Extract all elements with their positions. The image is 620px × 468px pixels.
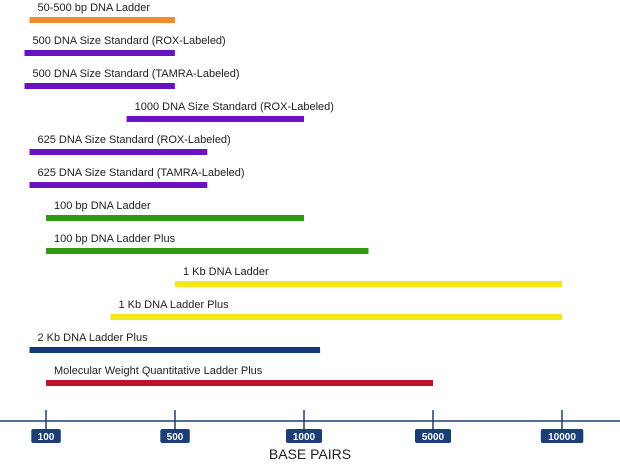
ladder-bar [46, 380, 433, 386]
x-axis-ticks: 100 500 1000 5000 10000 [31, 410, 584, 443]
x-tick-label: 100 [38, 432, 55, 443]
x-tick-badge [286, 429, 322, 443]
x-tick-label: 500 [167, 432, 184, 443]
ladder-labels: 50-500 bp DNA Ladder 500 DNA Size Standar… [33, 2, 334, 377]
x-tick-badge [160, 429, 190, 443]
ladder-bar [29, 347, 321, 353]
ladder-bar [175, 281, 562, 287]
ladder-label: 1 Kb DNA Ladder Plus [119, 299, 230, 311]
ladder-label: 50-500 bp DNA Ladder [38, 2, 151, 14]
ladder-bar [24, 83, 175, 89]
ladder-label: 100 bp DNA Ladder Plus [54, 233, 176, 245]
ladder-bar [29, 149, 208, 155]
x-tick-badge [540, 429, 584, 443]
ladder-bar [24, 50, 175, 56]
x-tick-label: 1000 [293, 432, 316, 443]
ladder-label: 500 DNA Size Standard (ROX-Labeled) [33, 35, 226, 47]
ladder-label: 100 bp DNA Ladder [54, 200, 151, 212]
ladder-bars [24, 17, 562, 386]
x-tick-badge [415, 429, 451, 443]
x-tick-badge [31, 429, 61, 443]
ladder-bar [29, 17, 175, 23]
ladder-bar [29, 182, 208, 188]
x-tick-label: 5000 [422, 432, 445, 443]
ladder-label: 625 DNA Size Standard (ROX-Labeled) [38, 134, 231, 146]
ladder-bar [46, 215, 304, 221]
ladder-label: 1000 DNA Size Standard (ROX-Labeled) [135, 101, 334, 113]
ladder-label: 2 Kb DNA Ladder Plus [38, 332, 149, 344]
ladder-label: 1 Kb DNA Ladder [183, 266, 269, 278]
ladder-label: 625 DNA Size Standard (TAMRA-Labeled) [38, 167, 245, 179]
ladder-label: 500 DNA Size Standard (TAMRA-Labeled) [33, 68, 240, 80]
ladder-bar [110, 314, 562, 320]
x-tick-label: 10000 [548, 432, 576, 443]
ladder-bar [126, 116, 304, 122]
ladder-label: Molecular Weight Quantitative Ladder Plu… [54, 365, 263, 377]
x-axis-label: BASE PAIRS [269, 446, 351, 462]
ladder-bar [46, 248, 369, 254]
